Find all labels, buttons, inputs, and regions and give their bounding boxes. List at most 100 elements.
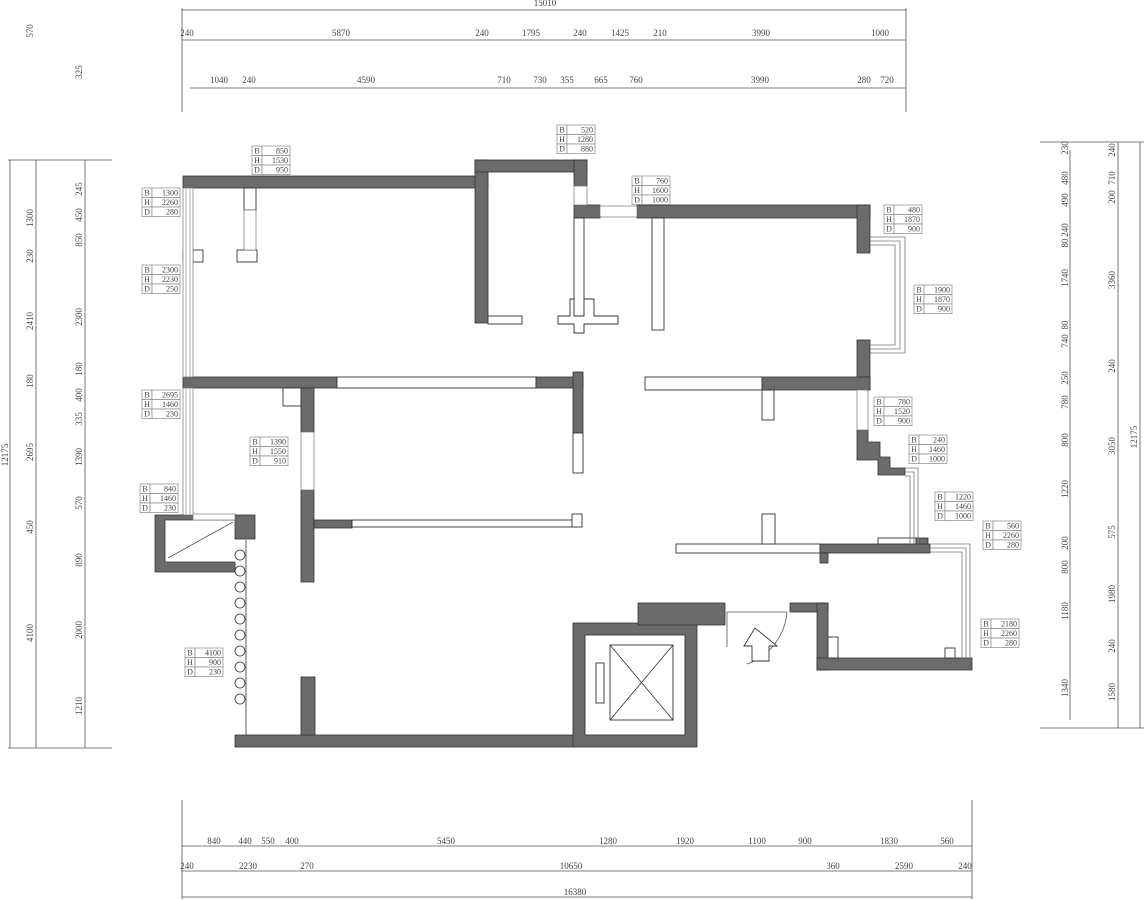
- dimension-label: 1980: [1107, 585, 1117, 604]
- dimension-label: 355: [560, 75, 574, 85]
- tag-value-b: 1390: [270, 438, 286, 447]
- dimension-label: 250: [1060, 371, 1070, 385]
- dimension-label: 740: [1060, 334, 1070, 348]
- tag-key: D: [983, 639, 989, 648]
- tag-value-cell: [918, 453, 948, 464]
- tag-key: D: [876, 417, 882, 426]
- dimension-label: 2695: [25, 443, 35, 462]
- tag-key: B: [634, 177, 639, 186]
- tag-key: H: [144, 400, 150, 409]
- tag-key: D: [254, 166, 260, 175]
- tag-key: H: [937, 502, 943, 511]
- column-circle: [234, 549, 246, 561]
- tag-value-cell: [149, 502, 179, 513]
- dimension-label: 710: [1107, 171, 1117, 185]
- column-circle: [234, 629, 246, 641]
- dimension-label: 840: [207, 836, 221, 846]
- dimension-label: 5870: [332, 28, 351, 38]
- tag-value-h: 1870: [934, 295, 950, 304]
- dimension-label: 400: [74, 388, 84, 402]
- tag-value-h: 1600: [652, 186, 668, 195]
- tag-key: D: [142, 504, 148, 513]
- dimension-label: 3990: [751, 75, 770, 85]
- tag-value-h: 2260: [162, 198, 178, 207]
- tag-key: H: [886, 215, 892, 224]
- tag-value-b: 240: [933, 436, 945, 445]
- dimension-label: 240: [180, 861, 194, 871]
- dimension-label: 325: [74, 65, 84, 79]
- tag-value-d: 1000: [955, 512, 971, 521]
- dimension-label: 240: [180, 28, 194, 38]
- dimension-label: 1220: [1060, 480, 1070, 499]
- tag-key: B: [144, 266, 149, 275]
- tag-key: H: [144, 275, 150, 284]
- dimension-label: 760: [629, 75, 643, 85]
- tag-key: B: [142, 485, 147, 494]
- tag-key: B: [254, 147, 259, 156]
- dimension-label: 3360: [1107, 271, 1117, 290]
- dimension-label: 240: [1060, 223, 1070, 237]
- tag-key: B: [937, 493, 942, 502]
- tag-value-d: 280: [166, 208, 178, 217]
- tag-key: H: [254, 156, 260, 165]
- windows: [182, 185, 971, 660]
- tag-value-cell: [151, 283, 181, 294]
- tag-value-cell: [566, 143, 596, 154]
- column-circles: [234, 540, 247, 735]
- dimension-label: 890: [74, 553, 84, 567]
- dimension-label: 2230: [239, 861, 258, 871]
- dimension-label: 1740: [1060, 269, 1070, 288]
- dimension-label: 560: [940, 836, 954, 846]
- tag-key: D: [144, 208, 150, 217]
- tag-value-h: 1870: [904, 215, 920, 224]
- dimension-label: 240: [1107, 143, 1117, 157]
- dimension-label: 575: [1107, 525, 1117, 539]
- tag-value-cell: [259, 455, 289, 466]
- column-circle: [234, 693, 246, 705]
- tag-value-h: 2230: [162, 275, 178, 284]
- tag-value-cell: [261, 164, 291, 175]
- dimension-label: 665: [594, 75, 608, 85]
- dimension-label: 450: [25, 520, 35, 534]
- dimension-label: 1390: [74, 448, 84, 467]
- tag-value-cell: [641, 194, 671, 205]
- tag-value-h: 1520: [894, 407, 910, 416]
- tag-value-d: 280: [1007, 541, 1019, 550]
- tag-value-h: 2260: [1003, 531, 1019, 540]
- tag-key: B: [187, 649, 192, 658]
- dimension-label: 5450: [437, 836, 456, 846]
- column-circle: [234, 677, 246, 689]
- dimension-label: 480: [1060, 171, 1070, 185]
- tag-key: H: [144, 198, 150, 207]
- tag-value-b: 560: [1007, 522, 1019, 531]
- tag-key: B: [252, 438, 257, 447]
- dimension-label: 2590: [895, 861, 914, 871]
- tag-value-b: 840: [164, 485, 176, 494]
- tag-value-cell: [990, 637, 1020, 648]
- dimension-label: 1830: [880, 836, 899, 846]
- dimension-label: 1425: [611, 28, 630, 38]
- dimension-label: 780: [1060, 395, 1070, 409]
- tag-value-h: 1460: [929, 445, 945, 454]
- column-circle: [234, 565, 246, 577]
- dimension-label: 200: [1107, 190, 1117, 204]
- dimension-label: 1340: [1060, 679, 1070, 698]
- tag-value-d: 230: [209, 668, 221, 677]
- tag-value-b: 4100: [205, 649, 221, 658]
- tag-key: H: [985, 531, 991, 540]
- dimension-label: 1920: [676, 836, 695, 846]
- dimension-label: 1100: [748, 836, 766, 846]
- tag-value-cell: [151, 206, 181, 217]
- tag-key: B: [886, 206, 891, 215]
- tag-key: D: [985, 541, 991, 550]
- tag-key: D: [252, 457, 258, 466]
- dimension-label: 710: [497, 75, 511, 85]
